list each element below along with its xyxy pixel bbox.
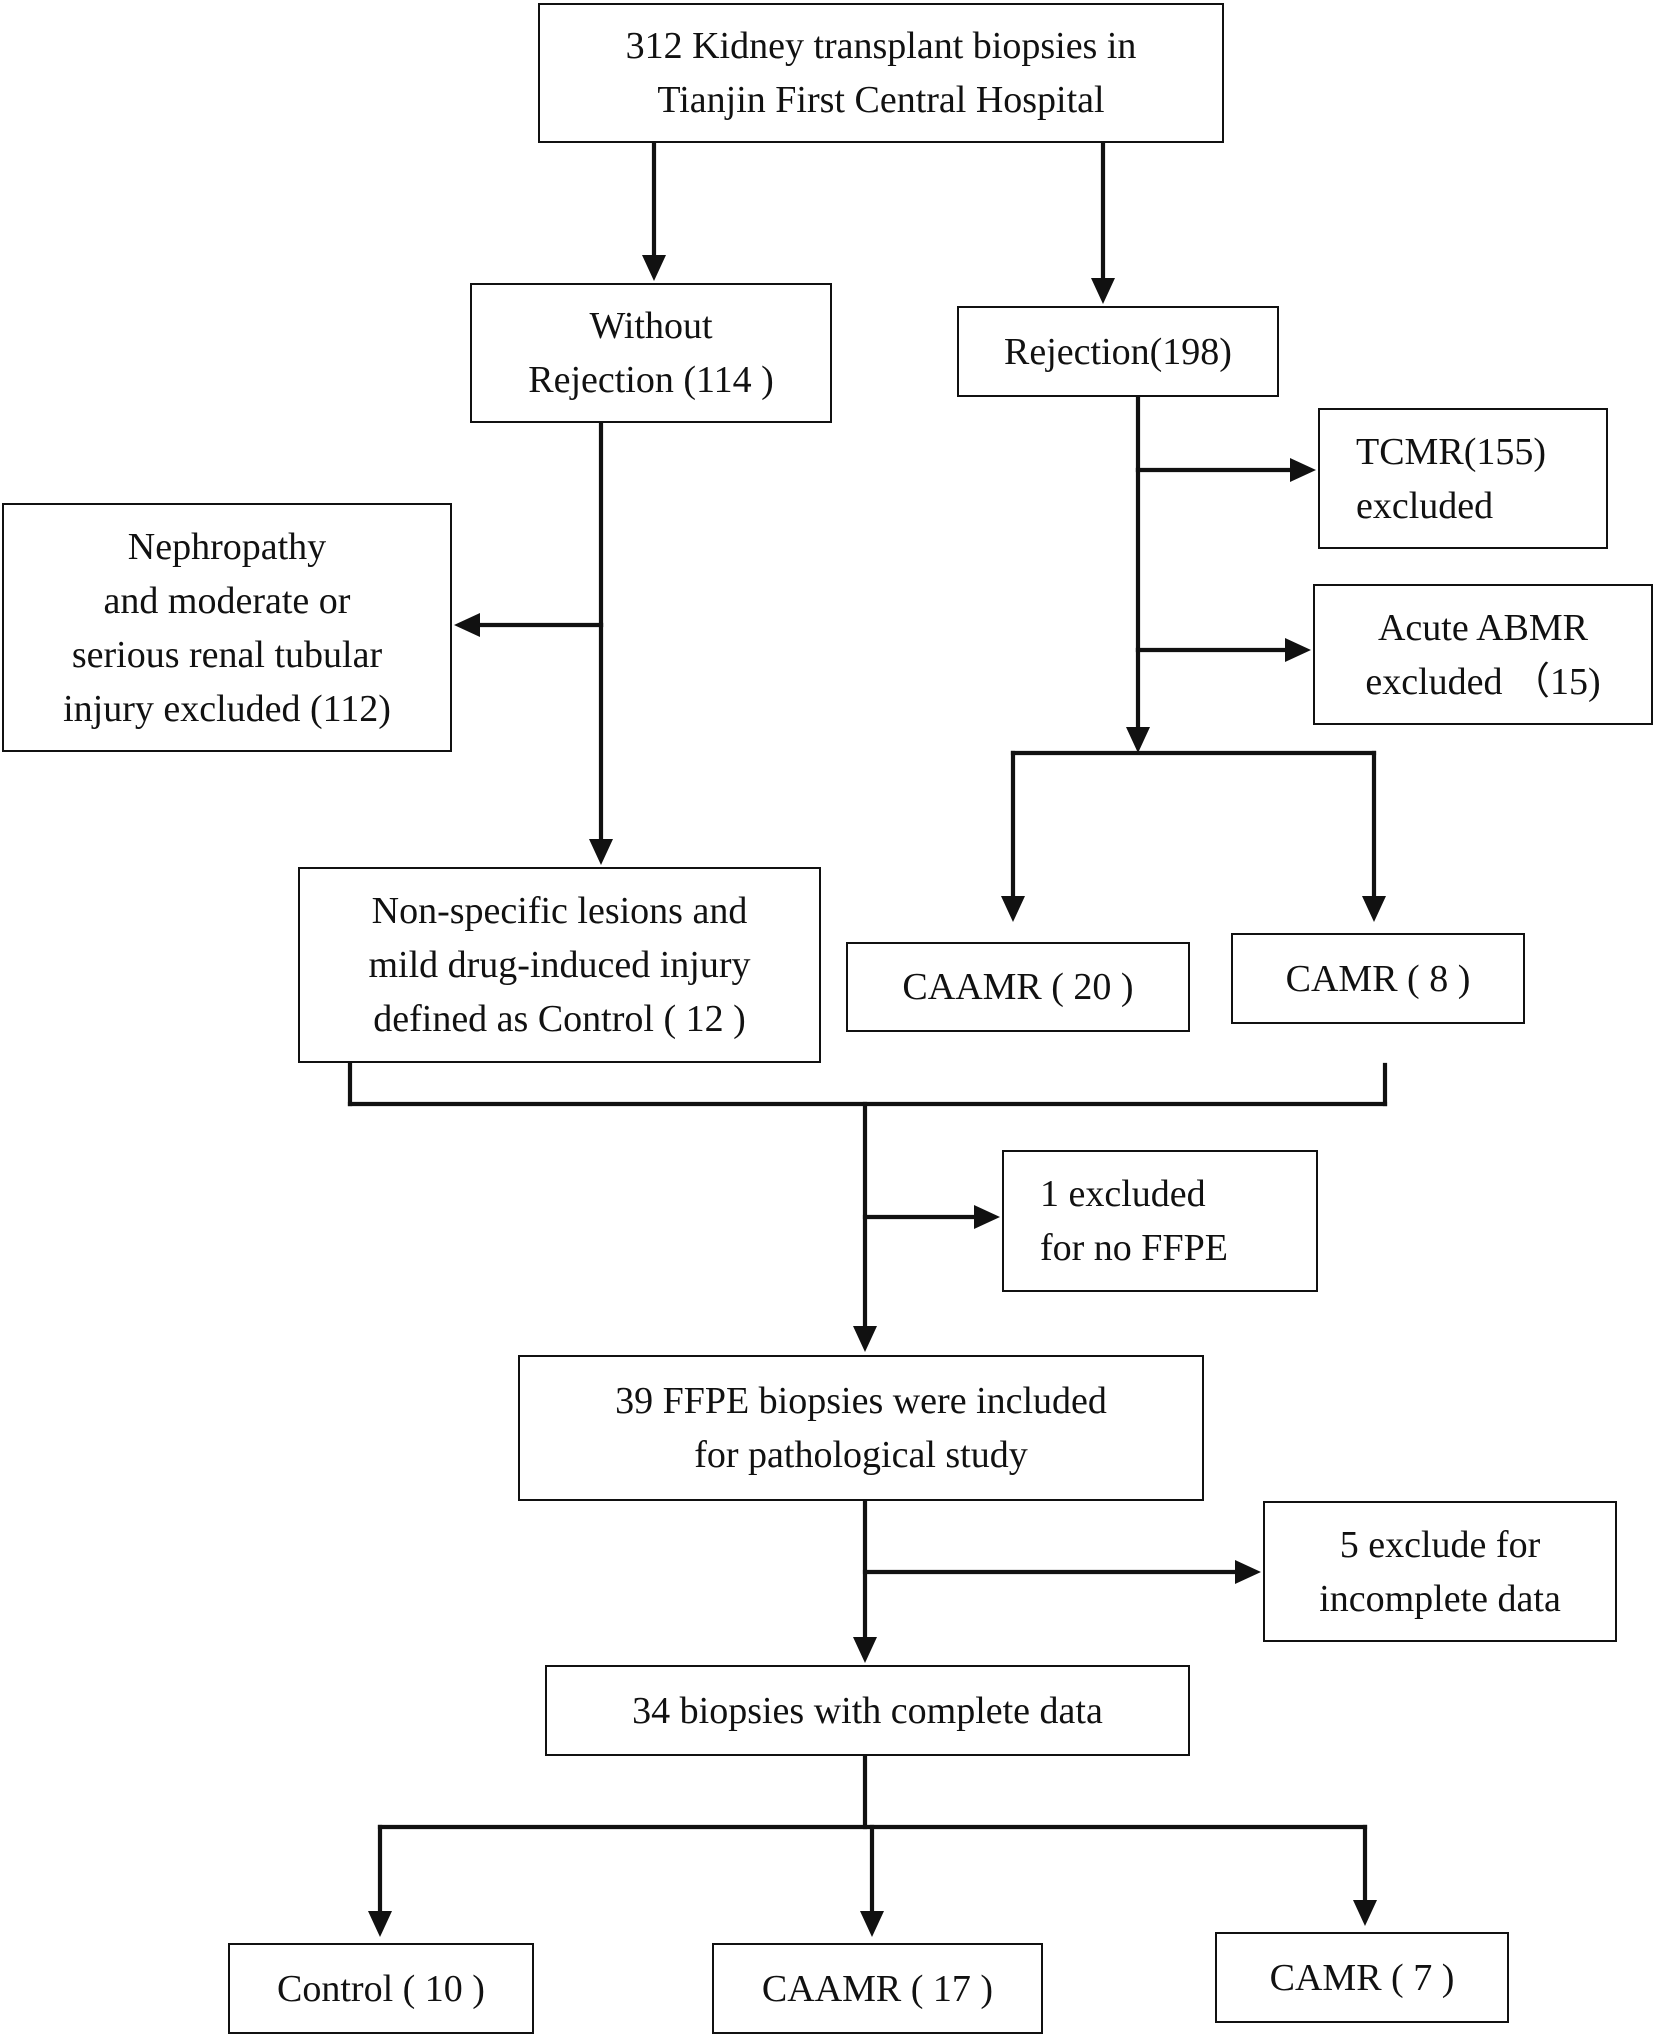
tcmr-box: TCMR(155) excluded <box>1318 408 1608 549</box>
ffpe-included-box: 39 FFPE biopsies were included for patho… <box>518 1355 1204 1501</box>
caamr-group-box: CAAMR ( 20 ) <box>846 942 1190 1032</box>
acute-abmr-box: Acute ABMR excluded （15) <box>1313 584 1653 725</box>
control-group-line-2: mild drug-induced injury <box>368 944 751 986</box>
complete-data-line-1: 34 biopsies with complete data <box>632 1689 1103 1732</box>
excluded-ffpe-line-1: 1 excluded <box>1040 1173 1206 1215</box>
start-box: 312 Kidney transplant biopsies in Tianji… <box>538 3 1224 143</box>
excluded-ffpe-line-2: for no FFPE <box>1040 1227 1228 1269</box>
final-camr-box: CAMR ( 7 ) <box>1215 1932 1509 2023</box>
nephropathy-box: Nephropathy and moderate or serious rena… <box>2 503 452 752</box>
arrow-to-final-control-head <box>368 1911 392 1937</box>
exclude-incomplete-box: 5 exclude for incomplete data <box>1263 1501 1617 1642</box>
without-rejection-line-1: Without <box>589 305 713 347</box>
tcmr-line-1: TCMR(155) <box>1356 430 1546 473</box>
without-rejection-line-2: Rejection (114 ) <box>528 359 774 401</box>
final-caamr-box: CAAMR ( 17 ) <box>712 1943 1043 2034</box>
acute-abmr-line-2: excluded （15) <box>1365 660 1601 703</box>
arrow-rejection-to-split-head <box>1126 727 1150 753</box>
arrow-merge-to-ffpe-head <box>853 1326 877 1352</box>
ffpe-included-line-1: 39 FFPE biopsies were included <box>615 1380 1107 1422</box>
arrow-to-camr-group-head <box>1362 896 1386 922</box>
caamr-group-line-1: CAAMR ( 20 ) <box>902 966 1134 1008</box>
final-caamr-line-1: CAAMR ( 17 ) <box>761 1967 994 2010</box>
final-control-box: Control ( 10 ) <box>228 1943 534 2034</box>
camr-group-line-1: CAMR ( 8 ) <box>1285 957 1471 1000</box>
arrow-start-to-rejection-head <box>1091 278 1115 304</box>
complete-data-box: 34 biopsies with complete data <box>545 1665 1190 1756</box>
tcmr-line-2: excluded <box>1356 484 1494 527</box>
arrow-to-nephropathy-head <box>454 613 480 637</box>
arrow-to-exclude-incomplete-head <box>1235 1560 1261 1584</box>
start-line-2: Tianjin First Central Hospital <box>657 79 1105 121</box>
without-rejection-box: Without Rejection (114 ) <box>470 283 832 423</box>
nephropathy-line-1: Nephropathy <box>127 525 327 568</box>
arrow-to-acute-abmr-head <box>1285 638 1311 662</box>
nephropathy-line-2: and moderate or <box>103 579 351 622</box>
arrow-to-final-camr-head <box>1353 1900 1377 1926</box>
final-control-line-1: Control ( 10 ) <box>277 1967 485 2010</box>
arrow-ffpe-to-complete-head <box>853 1637 877 1663</box>
start-line-1: 312 Kidney transplant biopsies in <box>625 25 1137 67</box>
control-group-line-1: Non-specific lesions and <box>371 890 748 932</box>
arrow-to-excluded-ffpe-head <box>974 1205 1000 1229</box>
rejection-line-1: Rejection(198) <box>1004 330 1232 373</box>
arrow-to-control-group-head <box>589 839 613 865</box>
control-group-line-3: defined as Control ( 12 ) <box>373 998 746 1040</box>
control-group-box: Non-specific lesions and mild drug-induc… <box>298 867 821 1063</box>
arrow-to-caamr-group-head <box>1001 896 1025 922</box>
arrow-to-tcmr-head <box>1290 458 1316 482</box>
arrow-to-final-caamr-head <box>860 1911 884 1937</box>
rejection-box: Rejection(198) <box>957 306 1279 397</box>
excluded-ffpe-box: 1 excluded for no FFPE <box>1002 1150 1318 1292</box>
final-camr-line-1: CAMR ( 7 ) <box>1269 1956 1455 1999</box>
camr-group-box: CAMR ( 8 ) <box>1231 933 1525 1024</box>
arrow-start-to-without-rejection-head <box>642 255 666 281</box>
acute-abmr-line-1: Acute ABMR <box>1377 606 1589 649</box>
nephropathy-line-4: injury excluded (112) <box>63 687 391 730</box>
exclude-incomplete-line-1: 5 exclude for <box>1339 1523 1541 1566</box>
ffpe-included-line-2: for pathological study <box>694 1434 1028 1476</box>
nephropathy-line-3: serious renal tubular <box>71 633 383 676</box>
exclude-incomplete-line-2: incomplete data <box>1319 1577 1561 1620</box>
